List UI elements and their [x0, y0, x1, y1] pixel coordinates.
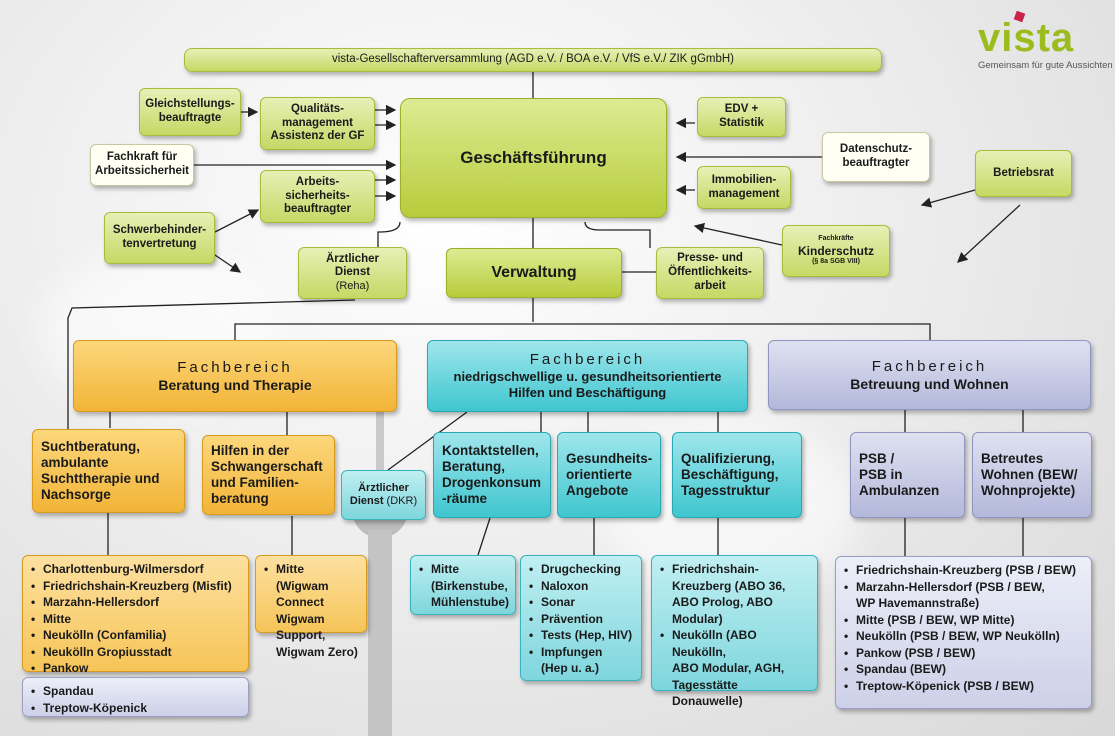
- kinderschutz-box: Fachkräfte Kinderschutz (§ 8a SGB VIII): [782, 225, 890, 277]
- gleichstellung-label: Gleichstellungs- beauftragte: [145, 98, 235, 124]
- list-item: Neukölln Gropiusstadt: [31, 644, 232, 661]
- list-item: Treptow-Köpenick (PSB / BEW): [844, 678, 1076, 695]
- datenschutz-label: Datenschutz- beauftragter: [839, 143, 913, 169]
- qualitaetsmanagement-label: Qualitäts- management Assistenz der GF: [270, 102, 365, 143]
- list-item: Spandau: [31, 683, 147, 700]
- list-item: Mitte: [31, 611, 232, 628]
- list-item: Impfungen (Hep u. a.): [529, 644, 632, 677]
- list-wohnen: Friedrichshain-Kreuzberg (PSB / BEW) Mar…: [835, 556, 1092, 709]
- list-item: Drugchecking: [529, 561, 632, 578]
- immobilien-label: Immobilien- management: [708, 173, 780, 200]
- list-item: Mitte (PSB / BEW, WP Mitte): [844, 612, 1076, 629]
- fachbereich-niedrig-box: Fachbereich niedrigschwellige u. gesundh…: [427, 340, 748, 412]
- list-item: Naloxon: [529, 578, 632, 595]
- list-item: Mitte (Wigwam Connect Wigwam Support, Wi…: [264, 561, 358, 660]
- list-hilfen: Mitte (Wigwam Connect Wigwam Support, Wi…: [255, 555, 367, 659]
- fachbereich-betreuung-name: Betreuung und Wohnen: [850, 375, 1009, 392]
- list-kontaktstellen: Mitte (Birkenstube, Mühlenstube): [410, 555, 516, 615]
- kinderschutz-label: Kinderschutz: [797, 243, 874, 258]
- list-item: Pankow: [31, 660, 232, 677]
- logo-tagline: Gemeinsam für gute Aussichten: [978, 60, 1113, 71]
- qualifizierung-box: Qualifizierung, Beschäftigung, Tagesstru…: [672, 432, 802, 518]
- qualitaetsmanagement-box: Qualitäts- management Assistenz der GF: [260, 97, 375, 150]
- geschaeftsfuehrung-box: Geschäftsführung: [400, 98, 667, 218]
- betreutes-wohnen-box: Betreutes Wohnen (BEW/ Wohnprojekte): [972, 432, 1092, 518]
- gleichstellung-box: Gleichstellungs- beauftragte: [139, 88, 241, 136]
- edv-label: EDV + Statistik: [719, 103, 764, 129]
- kontaktstellen-label: Kontaktstellen, Beratung, Drogenkonsum -…: [442, 442, 542, 507]
- psb-box: PSB / PSB in Ambulanzen: [850, 432, 965, 518]
- geschaeftsfuehrung-label: Geschäftsführung: [460, 147, 607, 167]
- gesellschafterversammlung-box: vista-Gesellschafterversammlung (AGD e.V…: [184, 48, 882, 72]
- hilfen-schwangerschaft-box: Hilfen in der Schwangerschaft und Famili…: [202, 435, 335, 515]
- gesellschafterversammlung-label: vista-Gesellschafterversammlung (AGD e.V…: [331, 53, 735, 66]
- gesundheitsorientierte-label: Gesundheits- orientierte Angebote: [566, 450, 653, 499]
- list-item: Sonar: [529, 594, 632, 611]
- list-item: Tests (Hep, HIV): [529, 627, 632, 644]
- list-gesundheit: Drugchecking Naloxon Sonar Prävention Te…: [520, 555, 642, 681]
- betriebsrat-box: Betriebsrat: [975, 150, 1072, 197]
- list-item: Marzahn-Hellersdorf: [31, 594, 232, 611]
- arbeitssicherheit-label: Arbeits- sicherheits- beauftragter: [283, 175, 352, 216]
- verwaltung-label: Verwaltung: [491, 264, 577, 282]
- aerztlicher-dienst-dkr-label: Ärztlicher Dienst: [349, 481, 409, 507]
- fachkraft-label: Fachkraft für Arbeitssicherheit: [95, 151, 189, 177]
- psb-label: PSB / PSB in Ambulanzen: [859, 450, 940, 499]
- fachbereich-beratung-box: Fachbereich Beratung und Therapie: [73, 340, 397, 412]
- list-item: Friedrichshain-Kreuzberg (Misfit): [31, 578, 232, 595]
- list-item: Marzahn-Hellersdorf (PSB / BEW, WP Havem…: [844, 579, 1076, 612]
- fachbereich-niedrig-label: Fachbereich: [529, 351, 646, 369]
- fachkraft-arbeitssicherheit-box: Fachkraft für Arbeitssicherheit: [90, 144, 194, 186]
- schwerbehinderten-label: Schwerbehinder- tenvertretung: [112, 224, 207, 250]
- fachbereich-beratung-name: Beratung und Therapie: [158, 376, 312, 393]
- list-item: Mitte (Birkenstube, Mühlenstube): [419, 561, 509, 611]
- schwerbehinderten-box: Schwerbehinder- tenvertretung: [104, 212, 215, 264]
- kinderschutz-post: (§ 8a SGB VIII): [812, 258, 860, 266]
- immobilien-box: Immobilien- management: [697, 166, 791, 209]
- hilfen-label: Hilfen in der Schwangerschaft und Famili…: [211, 442, 323, 507]
- aerztlicher-dienst-dkr-box: Ärztlicher Dienst (DKR): [341, 470, 426, 520]
- aerztlicher-dienst-reha-box: Ärztlicher Dienst (Reha): [298, 247, 407, 299]
- arbeitssicherheit-box: Arbeits- sicherheits- beauftragter: [260, 170, 375, 223]
- presse-box: Presse- und Öffentlichkeits- arbeit: [656, 247, 764, 299]
- vista-logo: vista Gemeinsam für gute Aussichten: [978, 10, 1113, 71]
- fachbereich-beratung-label: Fachbereich: [177, 358, 293, 376]
- datenschutz-box: Datenschutz- beauftragter: [822, 132, 930, 182]
- list-item: Treptow-Köpenick: [31, 700, 147, 717]
- list-qualifizierung: Friedrichshain- Kreuzberg (ABO 36, ABO P…: [651, 555, 818, 708]
- suchtberatung-box: Suchtberatung, ambulante Suchttherapie u…: [32, 429, 185, 513]
- betriebsrat-label: Betriebsrat: [993, 166, 1054, 179]
- list-suchtberatung: Charlottenburg-Wilmersdorf Friedrichshai…: [22, 555, 249, 676]
- logo-word: vista: [978, 16, 1075, 60]
- presse-label: Presse- und Öffentlichkeits- arbeit: [668, 252, 752, 292]
- kinderschutz-pre: Fachkräfte: [818, 235, 854, 243]
- list-item: Pankow (PSB / BEW): [844, 645, 1076, 662]
- fachbereich-betreuung-label: Fachbereich: [871, 357, 988, 375]
- qualifizierung-label: Qualifizierung, Beschäftigung, Tagesstru…: [681, 450, 779, 499]
- gesundheitsorientierte-box: Gesundheits- orientierte Angebote: [557, 432, 661, 518]
- list-item: Friedrichshain- Kreuzberg (ABO 36, ABO P…: [660, 561, 809, 627]
- list-item: Neukölln (ABO Neukölln, ABO Modular, AGH…: [660, 627, 809, 710]
- suchtberatung-label: Suchtberatung, ambulante Suchttherapie u…: [41, 438, 160, 503]
- aerztlicher-dienst-sub: (Reha): [335, 280, 370, 293]
- edv-box: EDV + Statistik: [697, 97, 786, 137]
- aerztlicher-dienst-label: Ärztlicher Dienst: [325, 252, 380, 279]
- list-item: Neukölln (Confamilia): [31, 627, 232, 644]
- list-item: Charlottenburg-Wilmersdorf: [31, 561, 232, 578]
- kontaktstellen-box: Kontaktstellen, Beratung, Drogenkonsum -…: [433, 432, 551, 518]
- betreutes-wohnen-label: Betreutes Wohnen (BEW/ Wohnprojekte): [981, 450, 1078, 499]
- list-item: Spandau (BEW): [844, 661, 1076, 678]
- aerztlicher-dienst-dkr-sub: (DKR): [383, 495, 418, 507]
- verwaltung-box: Verwaltung: [446, 248, 622, 298]
- list-item: Neukölln (PSB / BEW, WP Neukölln): [844, 628, 1076, 645]
- list-item: Friedrichshain-Kreuzberg (PSB / BEW): [844, 562, 1076, 579]
- list-suchtberatung-2: Spandau Treptow-Köpenick: [22, 677, 249, 717]
- fachbereich-betreuung-box: Fachbereich Betreuung und Wohnen: [768, 340, 1091, 410]
- list-item: Prävention: [529, 611, 632, 628]
- fachbereich-niedrig-name: niedrigschwellige u. gesundheitsorientie…: [453, 369, 722, 400]
